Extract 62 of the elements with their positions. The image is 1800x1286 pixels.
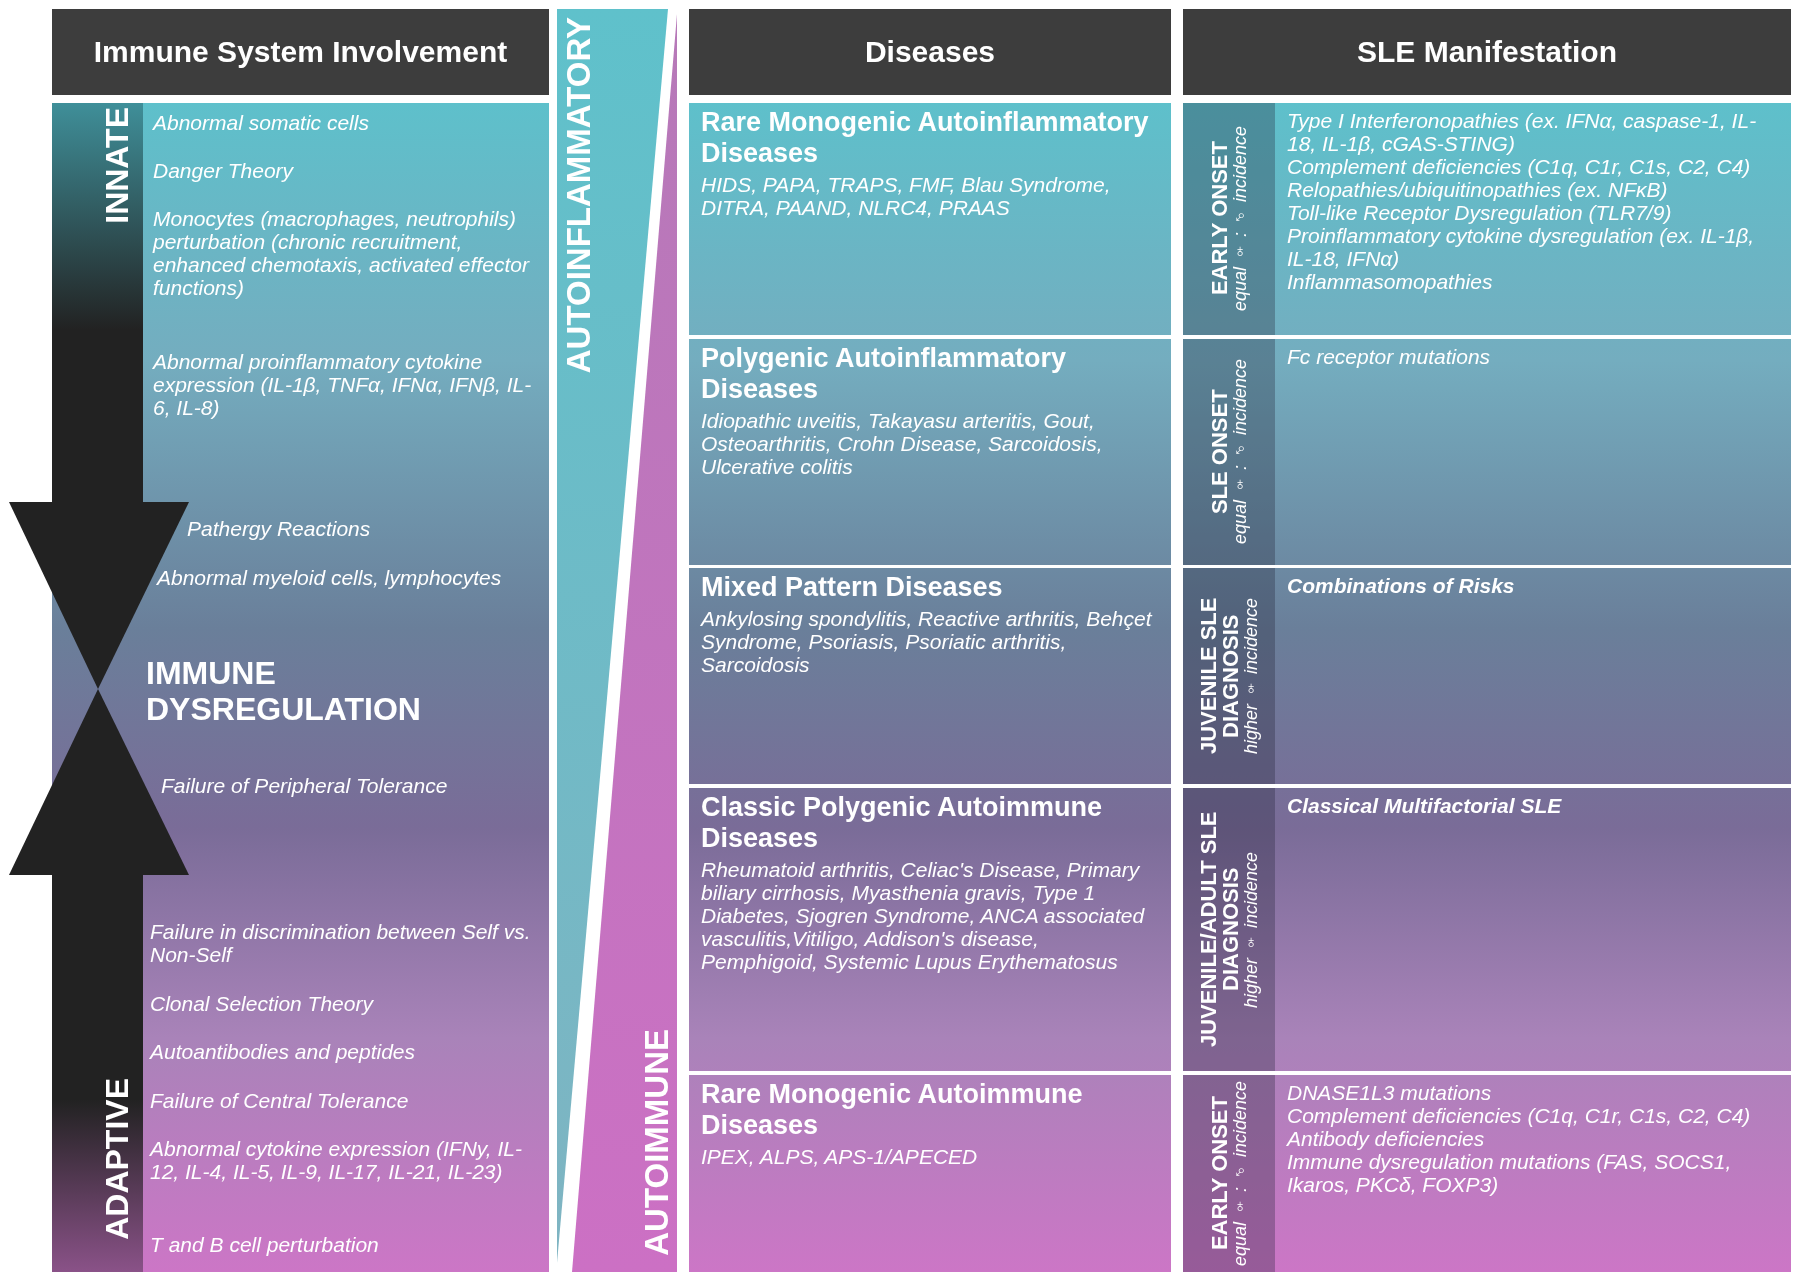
- manifestation-text: Complement deficiencies (C1q, C1r, C1s, C2, C4): [1287, 155, 1752, 178]
- incidence-note: equal ♀ : ♂ incidence: [1230, 359, 1250, 545]
- manifestation-text: Proinflammatory cytokine dysregulation (ex. IL-1β, IL-18, IFNα): [1287, 224, 1756, 270]
- disease-category-title: Polygenic Autoinflammatory Diseases: [701, 343, 1068, 405]
- immune-factor-text: Autoantibodies and peptides: [150, 1040, 417, 1063]
- disease-list: Rheumatoid arthritis, Celiac's Disease, Primary biliary cirrhosis, Myasthenia gravis, Type 1 Diabetes, Sjogren Syndrome, ANCA associated vasculitis,Vitiligo, Addison's disease, Pemphigoid, Systemic Lupus Erythematosus: [701, 858, 1159, 973]
- immune-factor-text: Failure of Peripheral Tolerance: [161, 774, 449, 797]
- manifestation-row: [1183, 568, 1791, 784]
- disease-card: [689, 339, 1171, 565]
- column-header: SLE Manifestation: [1183, 9, 1791, 95]
- immune-factor-text: Failure in discrimination between Self vs. Non-Self: [150, 920, 532, 966]
- onset-label: EARLY ONSET: [1208, 1095, 1231, 1253]
- immunity-type-label: ADAPTIVE: [99, 1078, 135, 1240]
- onset-label: EARLY ONSET: [1208, 140, 1231, 298]
- incidence-note: higher ♀ incidence: [1241, 850, 1261, 1010]
- manifestation-row: [1183, 339, 1791, 565]
- disease-list: IPEX, ALPS, APS-1/APECED: [701, 1145, 1159, 1168]
- manifestation-text: Inflammasomopathies: [1287, 270, 1494, 293]
- column-header: Immune System Involvement: [52, 9, 549, 95]
- manifestation-text: Complement deficiencies (C1q, C1r, C1s, C2, C4): [1287, 1104, 1752, 1127]
- disease-category-title: Classic Polygenic Autoimmune Diseases: [701, 792, 1104, 854]
- immunity-type-label: INNATE: [99, 107, 135, 224]
- incidence-note: equal ♀ : ♂ incidence: [1230, 1080, 1250, 1267]
- immune-factor-text: Clonal Selection Theory: [150, 992, 375, 1015]
- incidence-note: equal ♀ : ♂ incidence: [1230, 126, 1250, 312]
- manifestation-text: Antibody deficiencies: [1287, 1127, 1486, 1150]
- column-header: Diseases: [689, 9, 1171, 95]
- disease-list: Ankylosing spondylitis, Reactive arthritis, Behçet Syndrome, Psoriasis, Psoriatic arthritis, Sarcoidosis: [701, 607, 1159, 676]
- disease-card: [689, 788, 1171, 1071]
- manifestation-text: Classical Multifactorial SLE: [1287, 794, 1562, 817]
- immune-factor-text: Abnormal cytokine expression (IFNy, IL-12, IL-4, IL-5, IL-9, IL-17, IL-21, IL-23): [150, 1137, 523, 1183]
- disease-card: [689, 1075, 1171, 1272]
- onset-label: JUVENILE SLE DIAGNOSIS: [1197, 596, 1242, 757]
- manifestation-text: Toll-like Receptor Dysregulation (TLR7/9): [1287, 201, 1673, 224]
- disease-list: HIDS, PAPA, TRAPS, FMF, Blau Syndrome, DITRA, PAAND, NLRC4, PRAAS: [701, 173, 1159, 219]
- disease-category-title: Mixed Pattern Diseases: [701, 572, 1004, 603]
- manifestation-text: Type I Interferonopathies (ex. IFNα, caspase-1, IL-18, IL-1β, cGAS-STING): [1287, 109, 1758, 155]
- incidence-note: higher ♀ incidence: [1241, 596, 1261, 757]
- disease-card: [689, 568, 1171, 784]
- manifestation-row: [1183, 788, 1791, 1071]
- immune-factor-text: Monocytes (macrophages, neutrophils) perturbation (chronic recruitment, enhanced chemotaxis, activated effector functions): [153, 207, 531, 299]
- disease-card: [689, 103, 1171, 335]
- manifestation-text: Relopathies/ubiquitinopathies (ex. NFκB): [1287, 178, 1669, 201]
- manifestation-text: Immune dysregulation mutations (FAS, SOCS1, Ikaros, PKCδ, FOXP3): [1287, 1150, 1733, 1196]
- onset-label: SLE ONSET: [1208, 388, 1231, 517]
- central-heading: IMMUNE DYSREGULATION: [146, 655, 422, 727]
- immune-factor-text: Failure of Central Tolerance: [150, 1089, 410, 1112]
- manifestation-text: DNASE1L3 mutations: [1287, 1081, 1493, 1104]
- disease-list: Idiopathic uveitis, Takayasu arteritis, Gout, Osteoarthritis, Crohn Disease, Sarcoidosis, Ulcerative colitis: [701, 409, 1159, 478]
- disease-category-title: Rare Monogenic Autoimmune Diseases: [701, 1079, 1084, 1141]
- immune-factor-text: Danger Theory: [153, 159, 295, 182]
- immune-factor-text: Pathergy Reactions: [187, 517, 372, 540]
- immune-factor-text: Abnormal myeloid cells, lymphocytes: [157, 566, 503, 589]
- immune-factor-text: T and B cell perturbation: [150, 1233, 380, 1256]
- manifestation-text: Combinations of Risks: [1287, 574, 1515, 597]
- manifestation-row: [1183, 1075, 1791, 1272]
- immune-factor-text: Abnormal somatic cells: [153, 111, 370, 134]
- manifestation-text: Fc receptor mutations: [1287, 345, 1491, 368]
- onset-label: JUVENILE/ADULT SLE DIAGNOSIS: [1197, 810, 1242, 1050]
- disease-category-title: Rare Monogenic Autoinflammatory Diseases: [701, 107, 1150, 169]
- manifestation-row: [1183, 103, 1791, 335]
- immune-factor-text: Abnormal proinflammatory cytokine expression (IL-1β, TNFα, IFNα, IFNβ, IL-6, IL-8): [153, 350, 533, 419]
